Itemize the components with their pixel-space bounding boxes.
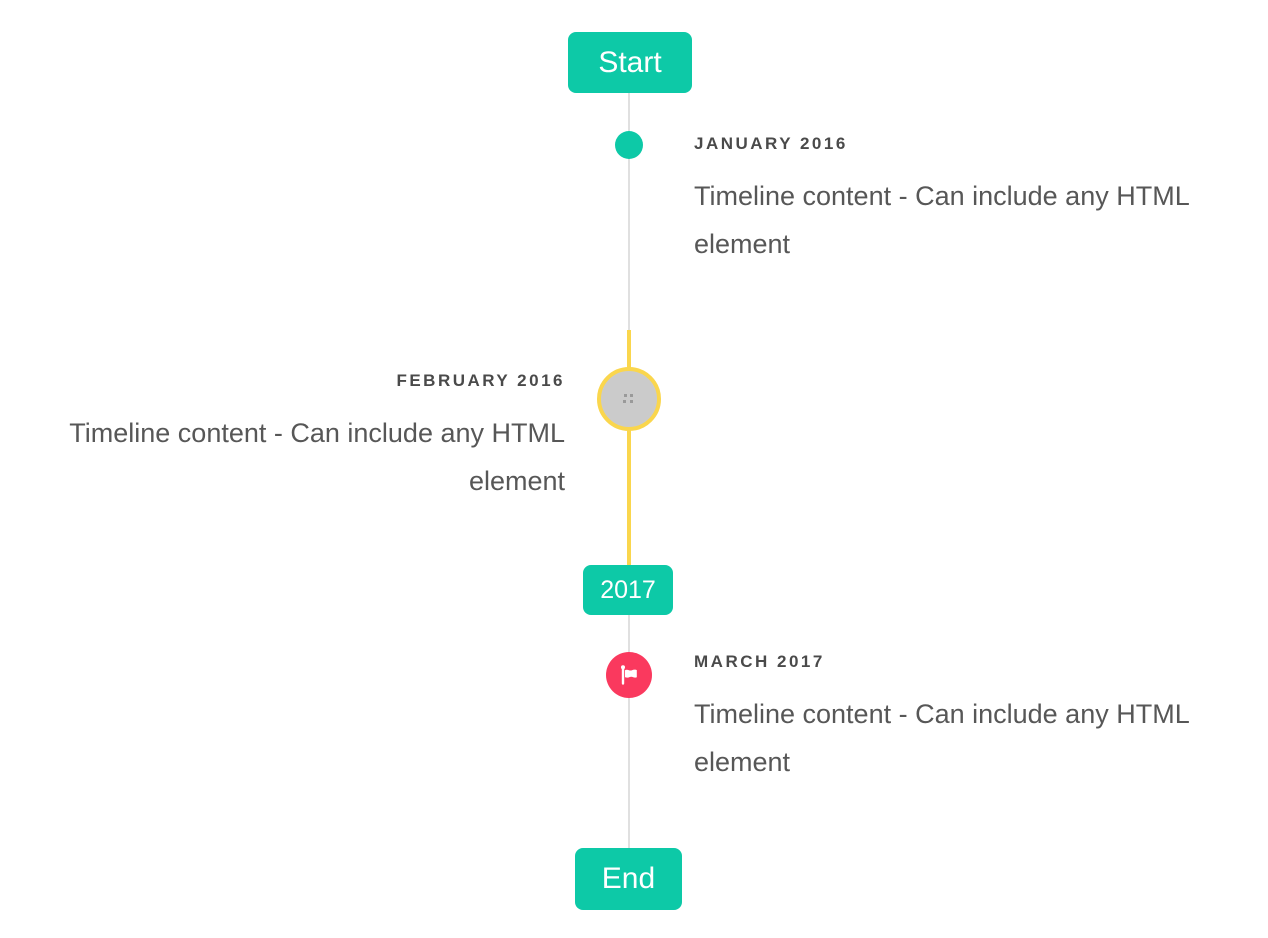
timeline-event: MARCH 2017 Timeline content - Can includ… bbox=[694, 652, 1234, 786]
timeline-event: JANUARY 2016 Timeline content - Can incl… bbox=[694, 134, 1234, 268]
event-title: MARCH 2017 bbox=[694, 652, 825, 671]
event-marker-dot bbox=[615, 131, 643, 159]
flag-icon bbox=[617, 664, 641, 686]
timeline-line-highlight bbox=[627, 330, 631, 566]
start-badge[interactable]: Start bbox=[568, 32, 692, 93]
year-badge[interactable]: 2017 bbox=[583, 565, 673, 615]
event-content: Timeline content - Can include any HTML … bbox=[694, 181, 1189, 259]
event-title: FEBRUARY 2016 bbox=[396, 371, 565, 390]
end-badge[interactable]: End bbox=[575, 848, 682, 910]
event-content: Timeline content - Can include any HTML … bbox=[694, 699, 1189, 777]
event-content: Timeline content - Can include any HTML … bbox=[69, 418, 565, 496]
event-title: JANUARY 2016 bbox=[694, 134, 848, 153]
event-marker-photo bbox=[597, 367, 661, 431]
event-marker-flag bbox=[606, 652, 652, 698]
broken-image-icon bbox=[621, 392, 637, 406]
timeline-event: FEBRUARY 2016 Timeline content - Can inc… bbox=[25, 371, 565, 505]
